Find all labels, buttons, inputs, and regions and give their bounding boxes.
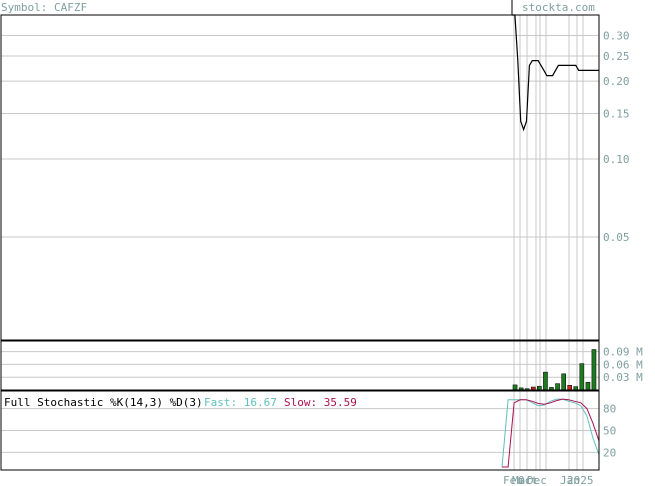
stochastic-fast-label: Fast: 16.67 [204,396,277,409]
volume-bar [585,382,591,391]
price-tick-label: 0.25 [603,50,630,63]
price-tick-label: 0.15 [603,107,630,120]
volume-bar [555,383,560,391]
x-tick-label: Jan [560,474,580,486]
volume-tick-label: 0.09 M [603,346,643,359]
stochastic-tick-label: 50 [603,425,616,438]
symbol-label: Symbol: CAFZF [1,1,87,14]
volume-bar [561,373,566,391]
volume-bar [512,384,518,391]
x-tick-label: 2025 [567,474,594,486]
stochastic-tick-label: 80 [603,403,616,416]
volume-bar [573,386,579,391]
price-line [512,14,599,132]
volume-tick-label: 0.03 M [603,371,643,384]
stochastic-tick-label: 20 [603,446,616,459]
price-tick-label: 0.30 [603,30,630,43]
volume-bar [543,371,548,391]
x-tick-label: Feb [503,474,523,486]
stochastic-slow-label: Slow: 35.59 [284,396,357,409]
price-panel-frame [0,14,600,341]
volume-bar [567,385,572,391]
site-label: stockta.com [522,1,595,14]
price-tick-label: 0.10 [603,153,630,166]
price-tick-label: 0.05 [603,231,630,244]
x-tick-label: Oct [518,474,538,486]
x-tick-label: Mar [512,474,532,486]
stochastic-title: Full Stochastic %K(14,3) %D(3) [4,396,203,409]
stochastic-fast-line [501,398,600,468]
volume-panel-frame [0,340,600,391]
volume-bar [579,363,585,391]
volume-tick-label: 0.06 M [603,358,643,371]
stochastic-panel-frame [0,390,600,471]
volume-bar [591,349,597,391]
x-tick-label: Dec [527,474,547,486]
volume-bar [537,385,542,391]
stochastic-slow-line [502,398,600,468]
price-tick-label: 0.20 [603,75,630,88]
